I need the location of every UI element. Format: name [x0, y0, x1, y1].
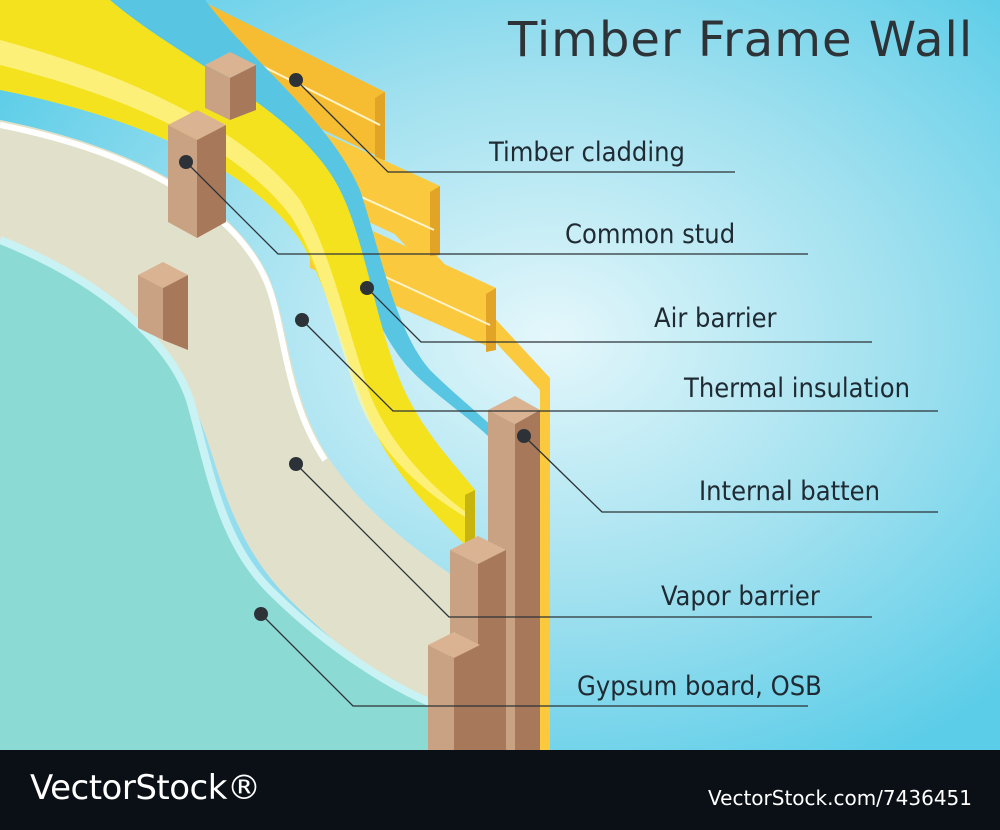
label-timber-cladding: Timber cladding — [489, 137, 685, 168]
label-internal-batten: Internal batten — [699, 476, 880, 507]
image-id: VectorStock.com/7436451 — [708, 786, 972, 810]
label-air-barrier: Air barrier — [654, 303, 777, 334]
footer-bar: VectorStock® VectorStock.com/7436451 — [0, 750, 1000, 830]
leader-dots — [179, 73, 531, 621]
label-gypsum-board-osb: Gypsum board, OSB — [577, 671, 822, 702]
internal-batten-left — [138, 262, 188, 350]
label-vapor-barrier: Vapor barrier — [661, 581, 820, 612]
common-stud-top — [205, 52, 256, 120]
diagram-title: Timber Frame Wall — [508, 12, 974, 68]
common-stud — [168, 110, 226, 238]
air-barrier-layer — [40, 0, 515, 750]
timber-frame-wall-illustration — [0, 0, 1000, 750]
leader-lines — [185, 79, 938, 707]
vectorstock-logo: VectorStock® — [30, 768, 261, 808]
stud-bottom — [428, 632, 480, 750]
label-common-stud: Common stud — [565, 219, 736, 250]
gypsum-board-layer — [0, 240, 450, 750]
vapor-barrier-layer — [0, 120, 480, 750]
label-thermal-insulation: Thermal insulation — [684, 373, 911, 404]
